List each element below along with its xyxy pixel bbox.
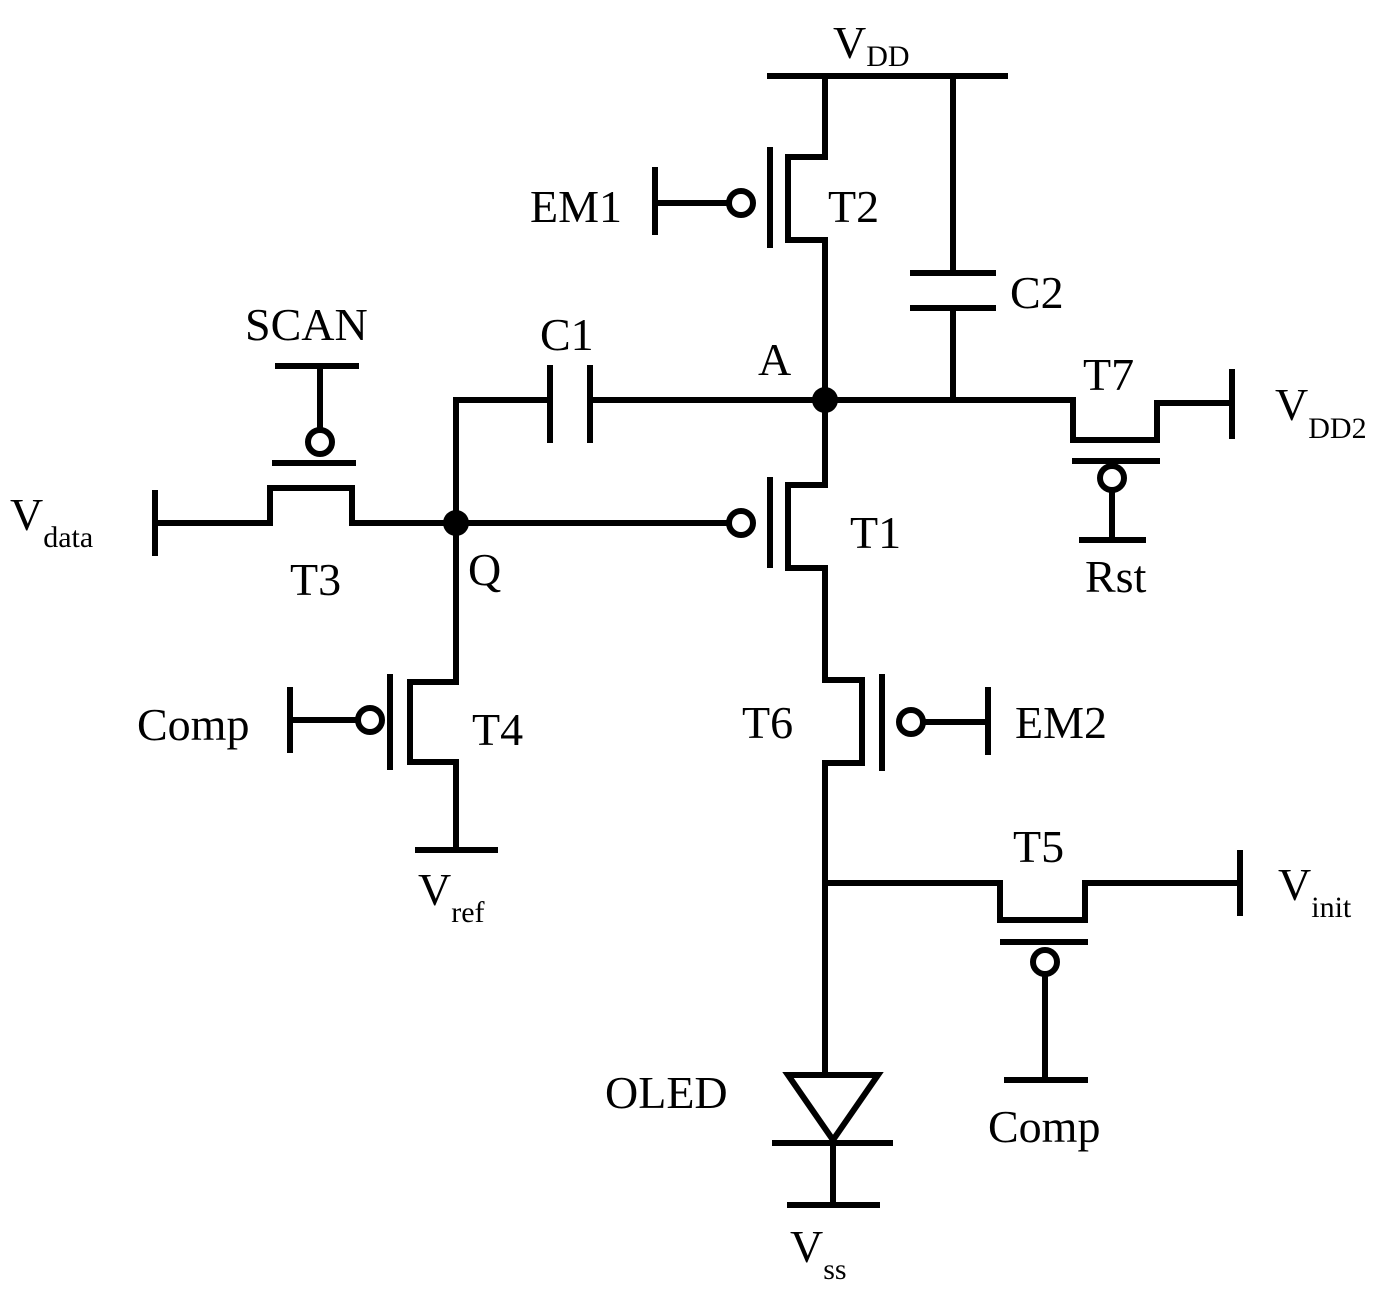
transistor-t2 [652, 147, 828, 403]
capacitor-c2 [910, 270, 996, 403]
t2-label: T2 [828, 181, 879, 232]
comp-t5-label: Comp [988, 1101, 1100, 1152]
transistor-t3 [152, 363, 459, 556]
oled-diode [772, 1072, 893, 1208]
scan-label: SCAN [245, 299, 368, 350]
node-a-label: A [758, 334, 791, 385]
em2-label: EM2 [1015, 697, 1107, 748]
transistor-t5 [822, 850, 1243, 1083]
t4-label: T4 [472, 704, 523, 755]
transistor-t1 [726, 397, 828, 683]
transistor-t6 [822, 674, 991, 1078]
node-q-net [443, 510, 732, 536]
vdd-label: VDD [833, 17, 910, 73]
node-q-label: Q [468, 544, 501, 595]
oled-label: OLED [605, 1067, 728, 1118]
transistor-t7 [1070, 369, 1235, 543]
capacitor-c1 [453, 365, 593, 523]
vref-label: Vref [418, 864, 485, 929]
c1-label: C1 [540, 309, 594, 360]
t7-label: T7 [1083, 349, 1134, 400]
vss-label: Vss [790, 1221, 847, 1286]
node-a-net [587, 387, 1076, 413]
vdd-rail [767, 73, 1008, 276]
t3-label: T3 [290, 554, 341, 605]
t1-label: T1 [850, 507, 901, 558]
em1-label: EM1 [530, 181, 622, 232]
vdd2-label: VDD2 [1275, 379, 1367, 445]
rst-label: Rst [1085, 551, 1147, 602]
comp-t4-label: Comp [137, 699, 249, 750]
transistor-t4 [287, 520, 498, 853]
vinit-label: Vinit [1278, 859, 1352, 924]
c2-label: C2 [1010, 267, 1064, 318]
t6-label: T6 [742, 697, 793, 748]
vdata-label: Vdata [10, 489, 93, 554]
t5-label: T5 [1013, 821, 1064, 872]
